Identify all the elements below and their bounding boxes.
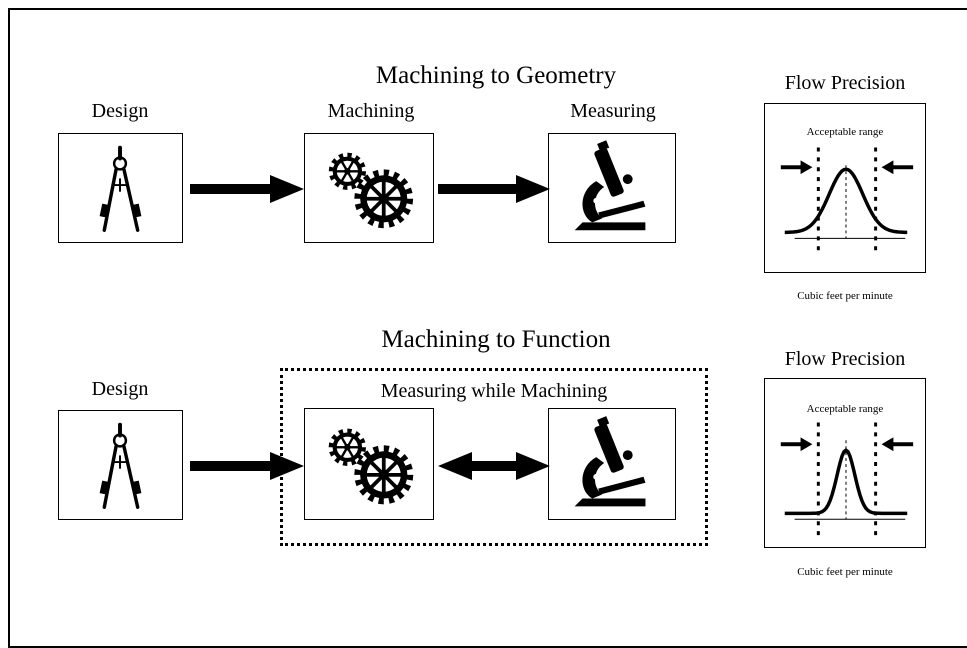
bottom-machining-box bbox=[304, 408, 434, 520]
top-design-box bbox=[58, 133, 183, 243]
bottom-group-label: Measuring while Machining bbox=[380, 380, 608, 402]
bottom-measuring-box bbox=[548, 408, 676, 520]
top-flow-box: Acceptable range bbox=[764, 103, 926, 273]
bottom-flow-axis-label: Cubic feet per minute bbox=[797, 566, 893, 578]
bottom-flow-range-label: Acceptable range bbox=[806, 403, 884, 415]
top-flow-curve bbox=[780, 147, 914, 255]
top-measuring-label: Measuring bbox=[570, 100, 656, 122]
top-measuring-box bbox=[548, 133, 676, 243]
bottom-title: Machining to Function bbox=[381, 326, 611, 353]
top-title: Machining to Geometry bbox=[375, 62, 617, 89]
bottom-design-box bbox=[58, 410, 183, 520]
top-machining-label: Machining bbox=[327, 100, 415, 122]
gears-icon bbox=[328, 428, 414, 505]
bottom-flow-box: Acceptable range bbox=[764, 378, 926, 548]
microscope-icon bbox=[574, 416, 646, 507]
top-flow-range-label: Acceptable range bbox=[806, 126, 884, 138]
top-flow-axis-label: Cubic feet per minute bbox=[797, 290, 893, 302]
drafting-compass-icon bbox=[99, 145, 142, 232]
microscope-icon bbox=[574, 140, 646, 231]
gears-icon bbox=[328, 152, 414, 229]
bottom-flow-curve bbox=[780, 422, 914, 536]
bottom-design-label: Design bbox=[91, 378, 149, 400]
drafting-compass-icon bbox=[99, 422, 142, 509]
top-design-label: Design bbox=[91, 100, 149, 122]
bottom-flow-title: Flow Precision bbox=[784, 348, 906, 370]
top-machining-box bbox=[304, 133, 434, 243]
top-flow-title: Flow Precision bbox=[784, 72, 906, 94]
